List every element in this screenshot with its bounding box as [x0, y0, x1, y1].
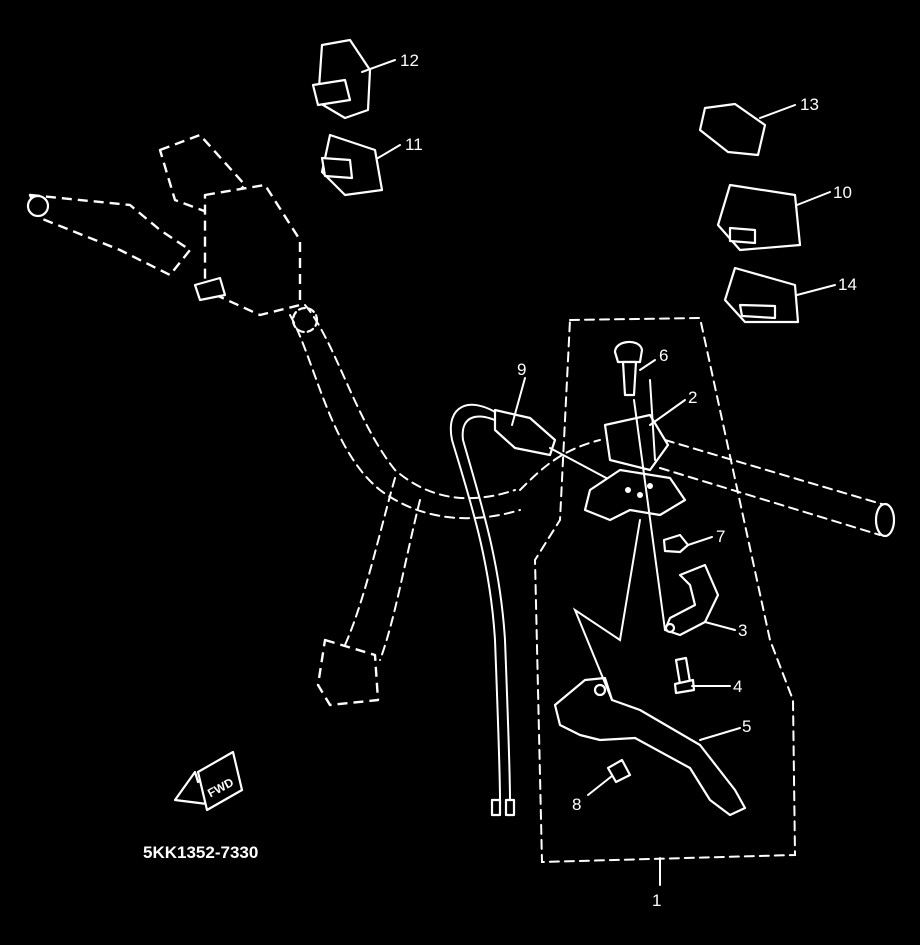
switch-14: [723, 266, 800, 324]
bracket: [663, 563, 720, 637]
switch-13: [698, 102, 767, 157]
adjuster-bolt: [606, 758, 632, 784]
callout-3: 3: [738, 621, 747, 640]
callout-14: 14: [838, 275, 857, 294]
callout-9: 9: [517, 360, 526, 379]
callout-5: 5: [742, 717, 751, 736]
callout-8: 8: [572, 795, 581, 814]
switch-10: [716, 183, 802, 252]
callout-1: 1: [652, 891, 661, 910]
callout-10: 10: [833, 183, 852, 202]
callout-13: 13: [800, 95, 819, 114]
callouts: 12 11 13 10 14 6 2 9 7 3 4 5 8 1: [400, 51, 857, 910]
lever-holder: [583, 379, 687, 522]
assembly-boundary: [533, 316, 797, 864]
screw: [673, 656, 696, 695]
switch-12: [311, 38, 372, 120]
clutch-lever: [553, 519, 747, 817]
callout-6: 6: [659, 346, 668, 365]
fwd-arrow-icon: FWD: [173, 750, 244, 812]
lever-bolt: [613, 340, 666, 631]
callout-7: 7: [716, 527, 725, 546]
callout-11: 11: [405, 135, 423, 154]
clutch-switch-cable: [449, 403, 611, 817]
callout-2: 2: [688, 388, 697, 407]
switch-11: [320, 133, 384, 197]
callout-4: 4: [733, 677, 742, 696]
part-code: 5KK1352-7330: [143, 843, 258, 862]
nut: [662, 533, 690, 554]
handlebar: [26, 133, 896, 707]
leader-lines: [361, 59, 836, 886]
callout-12: 12: [400, 51, 419, 70]
